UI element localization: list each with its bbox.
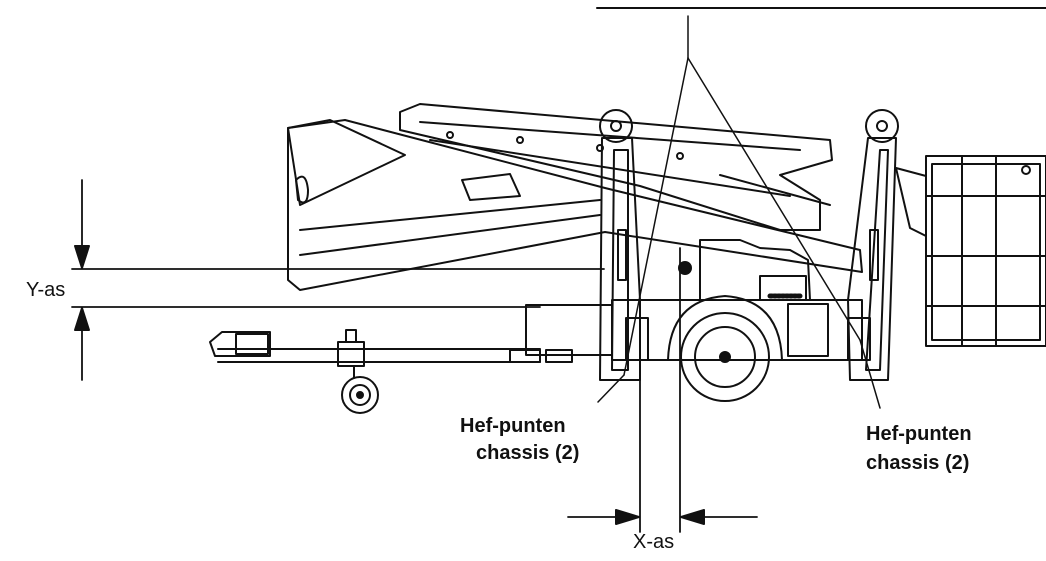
outrigger-left <box>599 109 649 381</box>
lift-points-right-line1: Hef-punten <box>866 423 972 445</box>
wheel <box>667 295 783 402</box>
boom <box>287 103 863 291</box>
x-axis-label: X-as <box>633 531 675 553</box>
outrigger-right <box>847 109 899 381</box>
tow-bar <box>209 329 541 414</box>
platform-basket <box>895 155 1046 347</box>
lift-points-right-line2: chassis (2) <box>866 452 970 474</box>
callout-leaders <box>596 7 1046 409</box>
lift-points-left-line1: Hef-punten <box>460 415 566 437</box>
chassis <box>509 239 863 363</box>
y-axis-dimension <box>71 179 605 381</box>
lift-points-left-line2: chassis (2) <box>476 442 580 464</box>
x-axis-dimension <box>567 247 758 533</box>
y-axis-label: Y-as <box>26 279 66 301</box>
